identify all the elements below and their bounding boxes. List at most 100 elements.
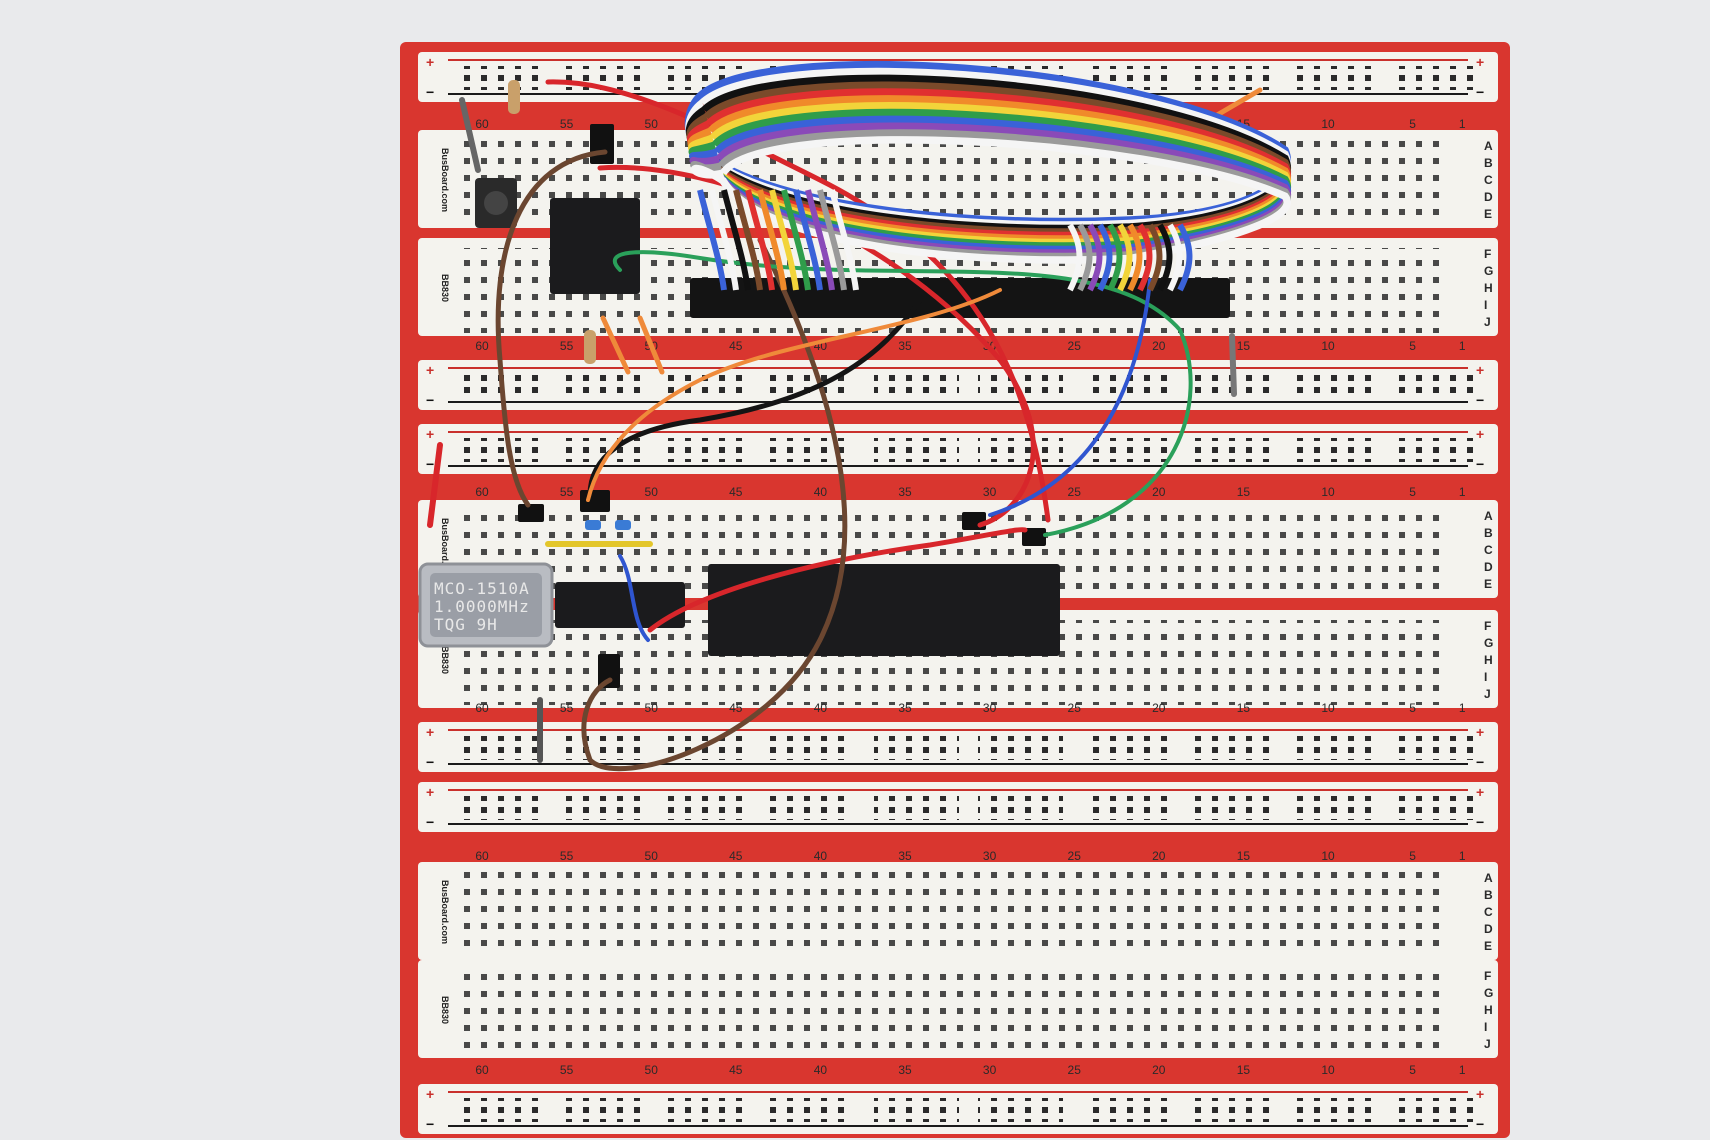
ribbon-fan-wire xyxy=(1067,223,1083,292)
column-number: 30 xyxy=(983,1063,997,1077)
rail-holes xyxy=(1290,438,1375,462)
rail-minus-label: − xyxy=(1476,1116,1484,1132)
rail-plus-label: + xyxy=(426,362,434,378)
wire-green xyxy=(612,250,1193,537)
column-number: 55 xyxy=(560,117,574,131)
rail-minus-label: − xyxy=(1476,754,1484,770)
rail-plus-label: + xyxy=(1476,54,1484,70)
ribbon-fan-wire xyxy=(817,189,847,291)
flying-wires xyxy=(495,79,1193,771)
row-letter: C xyxy=(1484,543,1493,557)
row-letter: D xyxy=(1484,922,1493,936)
wire-brown-left xyxy=(495,149,608,508)
row-letter: C xyxy=(1484,905,1493,919)
ribbon-fan-wire xyxy=(805,189,835,291)
rail-plus-label: + xyxy=(426,724,434,740)
column-number: 1 xyxy=(1459,849,1466,863)
column-number: 25 xyxy=(1068,485,1082,499)
row-letter: E xyxy=(1484,939,1492,953)
column-number: 20 xyxy=(1152,849,1166,863)
row-letter: A xyxy=(1484,509,1493,523)
row-letter: A xyxy=(1484,871,1493,885)
row-letter: J xyxy=(1484,687,1491,701)
row-letter: F xyxy=(1484,247,1491,261)
rail-minus-label: − xyxy=(426,814,434,830)
rail-minus-label: − xyxy=(426,392,434,408)
row-letter: H xyxy=(1484,1003,1493,1017)
column-number: 55 xyxy=(560,701,574,715)
row-letter: I xyxy=(1484,670,1487,684)
column-number: 60 xyxy=(475,339,489,353)
rail-holes xyxy=(458,796,543,820)
column-number: 35 xyxy=(898,849,912,863)
column-number: 5 xyxy=(1409,849,1416,863)
rail-holes xyxy=(1186,736,1271,760)
column-number: 30 xyxy=(983,485,997,499)
components: MCO-1510A 1.0000MHz TQG 9H xyxy=(418,80,1230,688)
rail-plus-label: + xyxy=(426,1086,434,1102)
rail-holes xyxy=(666,1098,751,1122)
oscillator-inner xyxy=(430,573,542,637)
column-number: 60 xyxy=(475,485,489,499)
rail-holes xyxy=(1394,66,1479,90)
column-number: 45 xyxy=(729,485,743,499)
column-number: 15 xyxy=(1237,849,1251,863)
column-number: 45 xyxy=(729,339,743,353)
ribbon-fan-wire xyxy=(1177,223,1193,292)
row-letter: E xyxy=(1484,207,1492,221)
column-number: 55 xyxy=(560,849,574,863)
column-number: 5 xyxy=(1409,117,1416,131)
ribbon-fan-wire xyxy=(781,189,811,291)
ribbon-fan-wire xyxy=(709,189,739,291)
rail-holes xyxy=(1186,438,1271,462)
rail-holes xyxy=(874,374,959,398)
ic-chip-top-left xyxy=(550,198,640,294)
ribbon-fan-wire xyxy=(1077,223,1093,292)
ribbon-fan-wire xyxy=(1147,223,1163,292)
column-number: 55 xyxy=(560,1063,574,1077)
ribbon-fan-wire xyxy=(1107,223,1123,292)
rail-holes xyxy=(666,438,751,462)
column-number: 10 xyxy=(1321,701,1335,715)
rail-holes xyxy=(1082,796,1167,820)
ribbon-fan-wire xyxy=(793,189,823,291)
rail-holes xyxy=(978,736,1063,760)
brand-label: BusBoard.com xyxy=(440,148,450,212)
short-jumpers xyxy=(427,87,1263,763)
terminal-holes xyxy=(460,970,1450,1055)
rail-plus-label: + xyxy=(426,426,434,442)
capacitor xyxy=(585,520,601,530)
row-letter: B xyxy=(1484,526,1493,540)
rail-minus-label: − xyxy=(1476,814,1484,830)
rail-holes xyxy=(978,796,1063,820)
row-letter: J xyxy=(1484,1037,1491,1051)
rail-holes xyxy=(1394,438,1479,462)
column-number: 60 xyxy=(475,701,489,715)
rail-holes xyxy=(1394,736,1479,760)
ribbon-fan-wire xyxy=(1087,223,1103,292)
resistor xyxy=(508,80,520,114)
column-number: 50 xyxy=(645,1063,659,1077)
row-letter: B xyxy=(1484,888,1493,902)
column-number: 25 xyxy=(1068,1063,1082,1077)
column-number: 60 xyxy=(475,117,489,131)
column-number: 1 xyxy=(1459,117,1466,131)
model-label: BB830 xyxy=(440,996,450,1024)
rail-plus-label: + xyxy=(1476,724,1484,740)
column-number: 15 xyxy=(1237,1063,1251,1077)
column-number: 50 xyxy=(645,117,659,131)
rail-holes xyxy=(458,438,543,462)
push-button-cap xyxy=(484,191,508,215)
oscillator-label-line1: MCO-1510A xyxy=(434,579,530,598)
ribbon-fan-wire xyxy=(1127,223,1143,292)
rail-holes xyxy=(1186,1098,1271,1122)
rail-holes xyxy=(1290,1098,1375,1122)
ribbon-cable-fanout xyxy=(697,189,1193,292)
jumper-wire-orange xyxy=(600,315,631,375)
terminal-holes xyxy=(460,872,1450,957)
rail-minus-label: − xyxy=(1476,456,1484,472)
rail-plus-label: + xyxy=(1476,362,1484,378)
rail-minus-label: − xyxy=(1476,84,1484,100)
column-number: 20 xyxy=(1152,701,1166,715)
column-number: 5 xyxy=(1409,485,1416,499)
